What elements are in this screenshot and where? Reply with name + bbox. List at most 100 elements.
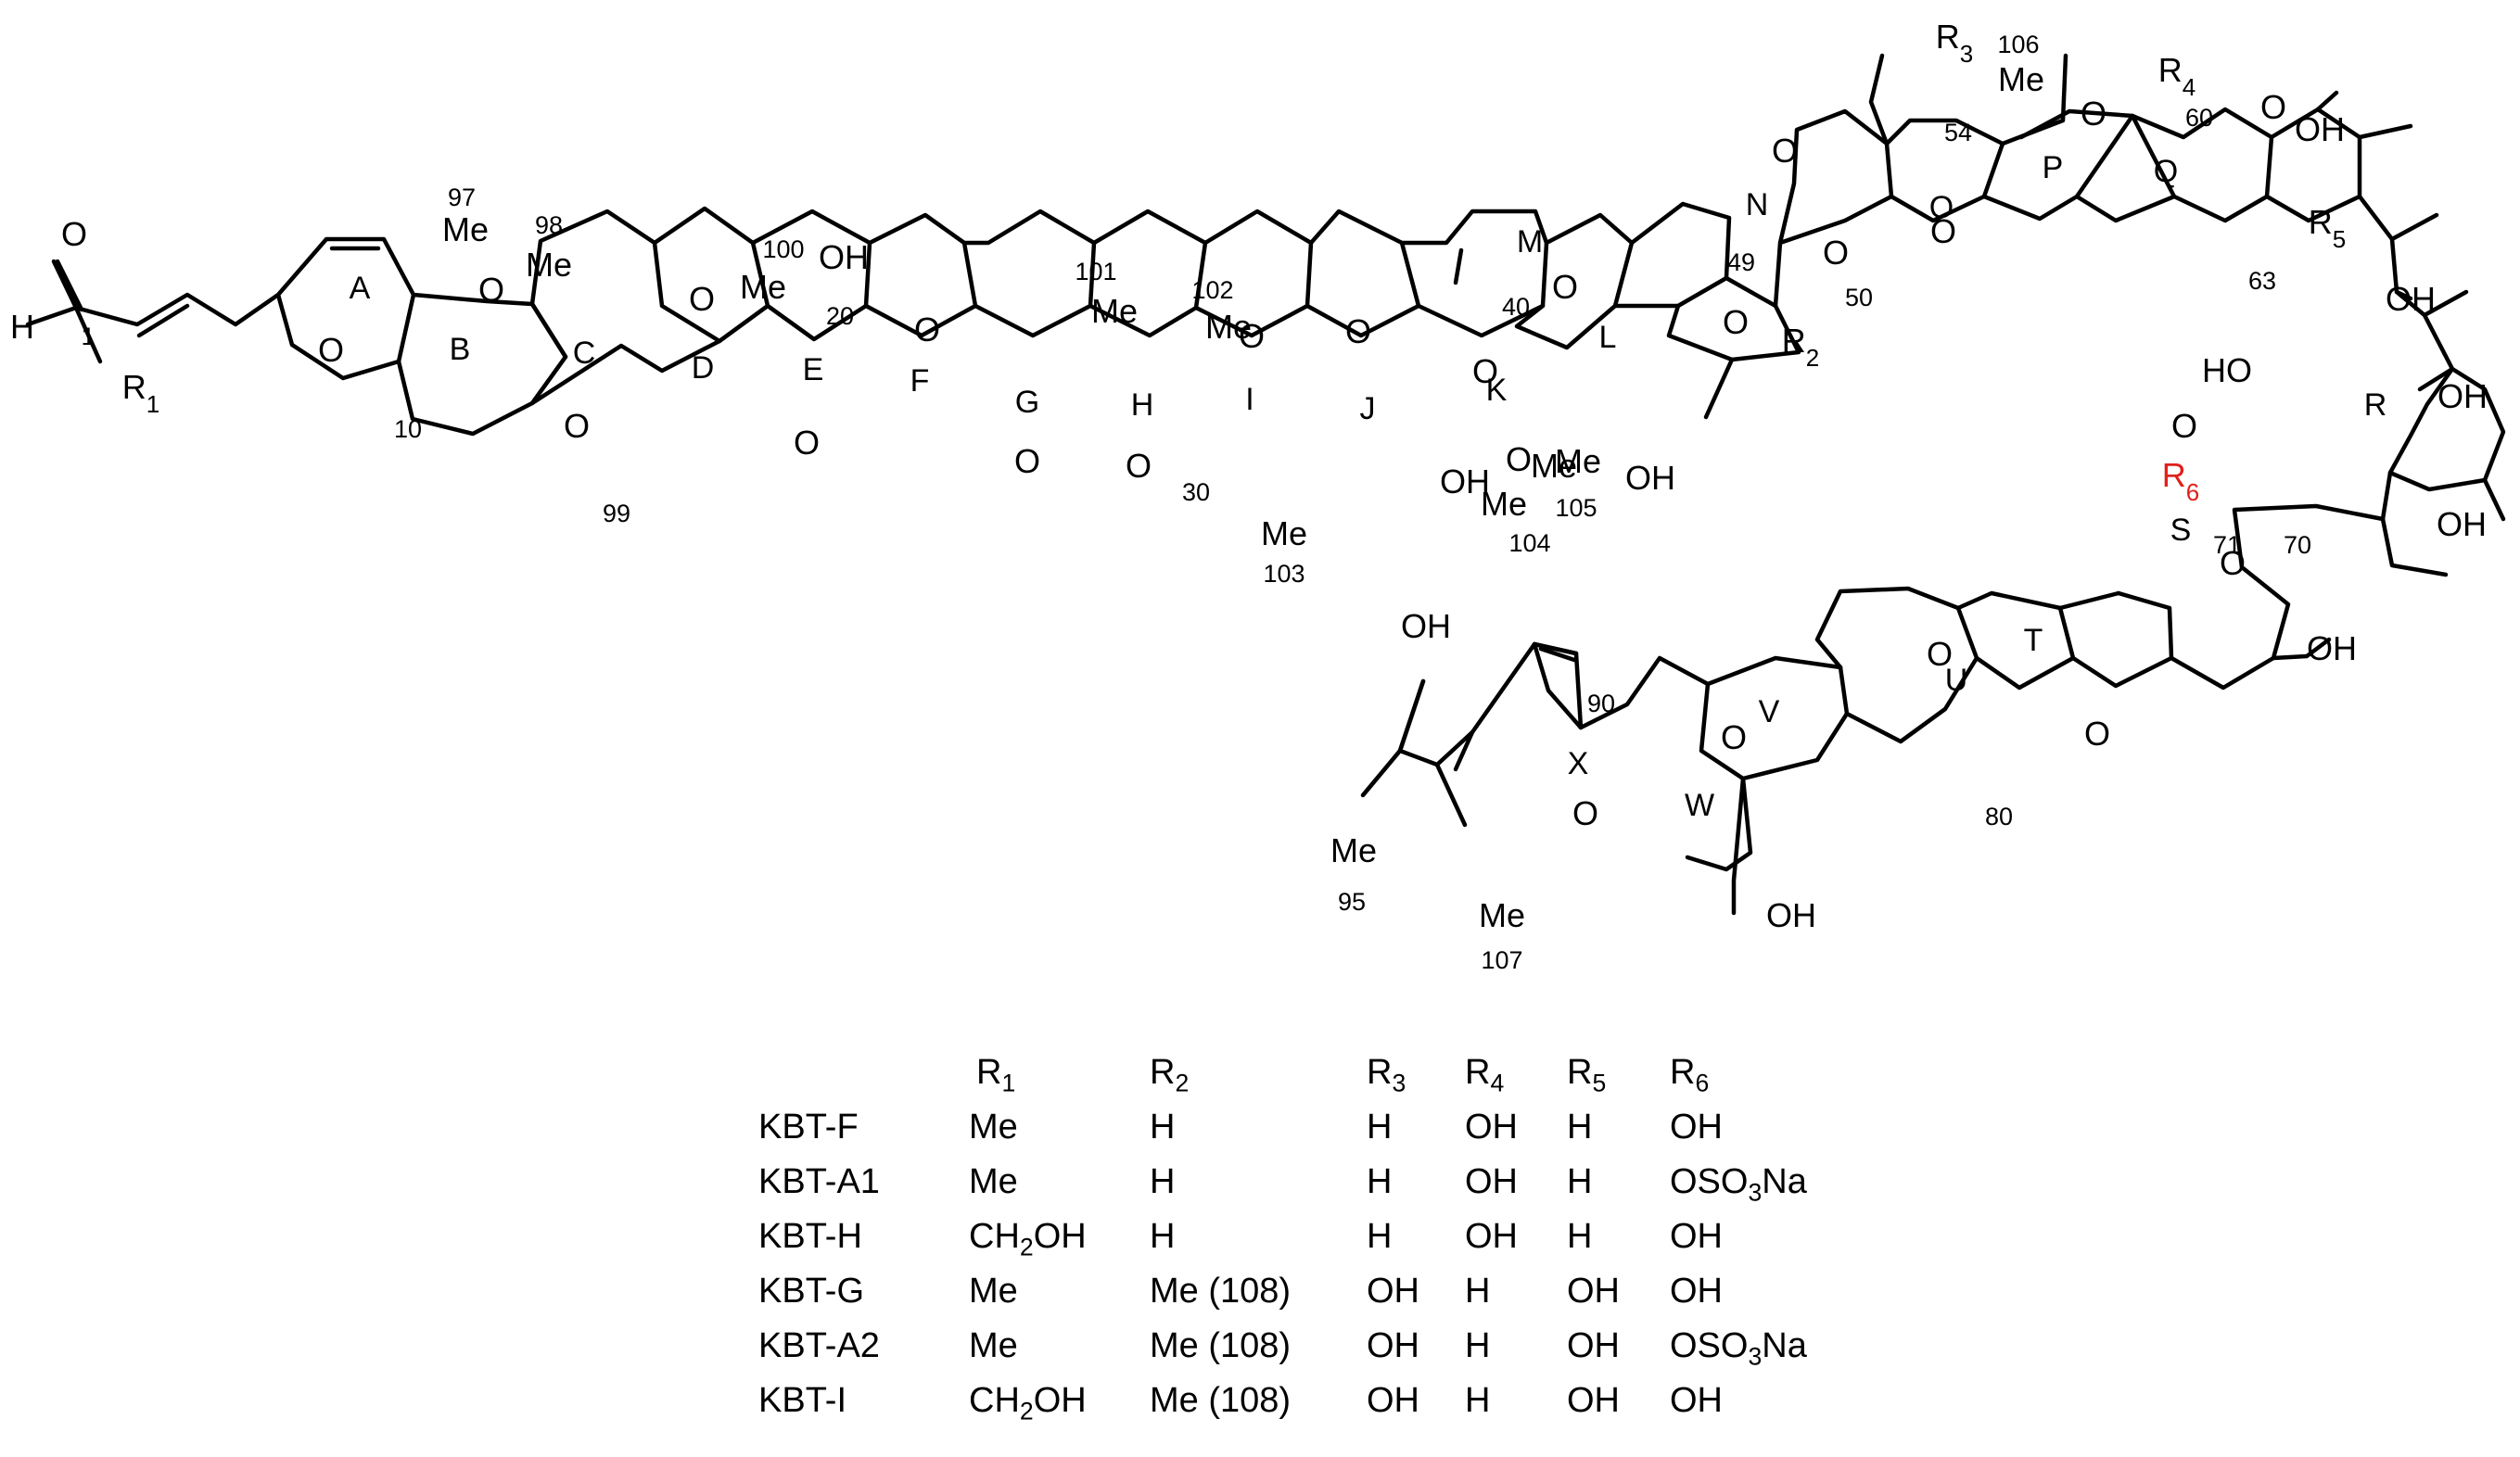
- oxygen-25: O: [1721, 718, 1747, 756]
- ring-label-q: Q: [2154, 154, 2178, 189]
- oxygen-1: O: [61, 215, 87, 253]
- hydroxyl-10: OH: [1401, 607, 1451, 645]
- substituent-r6: R6: [2162, 456, 2199, 506]
- substituent-r3: R3: [1936, 18, 1973, 68]
- cell-r5: OH: [1567, 1272, 1620, 1311]
- double-bond-aldehyde: [55, 259, 84, 312]
- oxygen-14: O: [1552, 268, 1578, 306]
- cell-r5: H: [1567, 1108, 1593, 1147]
- oxygen-5: O: [689, 280, 715, 318]
- aldehyde-hydrogen: H: [10, 308, 34, 346]
- atom-number-49: 49: [1727, 248, 1755, 276]
- bond-path: [1532, 641, 1584, 730]
- cell-r3: OH: [1367, 1326, 1419, 1365]
- cell-r4: H: [1465, 1272, 1491, 1311]
- header-r4: R4: [1465, 1053, 1505, 1097]
- header-r2: R2: [1150, 1053, 1190, 1097]
- bond-path: [73, 305, 103, 364]
- bond-path: [2232, 503, 2386, 570]
- header-r6: R6: [1670, 1053, 1710, 1097]
- atom-number-104: 104: [1508, 529, 1550, 557]
- bond-path: [2074, 113, 2177, 223]
- atom-number-50: 50: [1845, 284, 1873, 311]
- bond-path: [1453, 247, 1464, 285]
- bond-path: [750, 209, 872, 342]
- methyl-3: Me: [740, 268, 786, 306]
- bond-path: [2380, 366, 2455, 522]
- atom-number-103: 103: [1263, 560, 1305, 588]
- cell-r4: OH: [1465, 1108, 1518, 1147]
- bond-path: [2315, 90, 2339, 112]
- compound-name: KBT-A2: [758, 1326, 880, 1365]
- bond-path: [1666, 275, 1801, 362]
- cell-r6: OH: [1670, 1272, 1723, 1311]
- ring-label-s: S: [2170, 513, 2192, 548]
- cell-r3: H: [1367, 1162, 1393, 1201]
- cell-r6: OH: [1670, 1381, 1723, 1420]
- ring-label-u: U: [1945, 663, 1968, 698]
- cell-r6: OH: [1670, 1108, 1723, 1147]
- oxygen-6: O: [794, 424, 820, 462]
- compound-name: KBT-F: [758, 1108, 859, 1147]
- cell-r2: H: [1150, 1162, 1176, 1201]
- atom-number-100: 100: [762, 235, 804, 263]
- cell-r3: H: [1367, 1108, 1393, 1147]
- bond-path: [2482, 477, 2506, 522]
- ring-label-r: R: [2364, 387, 2387, 423]
- compound-name: KBT-H: [758, 1217, 862, 1256]
- hydroxyl-6: OH: [2437, 377, 2488, 415]
- table-corner: [758, 1045, 958, 1100]
- bond-path: [1955, 590, 2076, 690]
- compound-name: KBT-G: [758, 1272, 865, 1311]
- atom-number-105: 105: [1555, 494, 1597, 522]
- methyl-7: Me: [1481, 485, 1527, 523]
- oxygen-3: O: [478, 271, 504, 309]
- cell-r4: OH: [1465, 1217, 1518, 1256]
- bond-path: [25, 259, 79, 327]
- atom-number-20: 20: [826, 302, 854, 330]
- compound-name: KBT-I: [758, 1381, 847, 1420]
- cell-r5: OH: [1567, 1326, 1620, 1365]
- atom-number-71: 71: [2213, 531, 2241, 559]
- methyl-6: Me: [1261, 514, 1307, 552]
- substituent-r2: R2: [1782, 322, 1819, 372]
- cell-r6: OSO3Na: [1670, 1162, 1807, 1207]
- ring-label-i: I: [1245, 382, 1254, 417]
- cell-r3: OH: [1367, 1381, 1419, 1420]
- double-bond-alkene: [136, 303, 190, 338]
- methyl-2: Me: [526, 246, 572, 284]
- header-r3: R3: [1367, 1053, 1406, 1097]
- cell-r1: Me: [969, 1326, 1018, 1365]
- hydroxyl-7: OH: [2437, 505, 2487, 543]
- cell-r1: CH2OH: [969, 1381, 1087, 1425]
- methyl-5: Me: [1205, 308, 1252, 346]
- ring-label-n: N: [1746, 187, 1769, 222]
- oxygen-26: O: [1572, 794, 1598, 832]
- atom-number-101: 101: [1075, 258, 1116, 285]
- cell-r1: Me: [969, 1162, 1018, 1201]
- oxygen-9: O: [1126, 447, 1152, 485]
- ring-label-f: F: [910, 363, 930, 399]
- bond-path: [1305, 209, 1421, 338]
- oxygen-15: O: [1723, 303, 1749, 341]
- bond-path: [2357, 123, 2413, 140]
- bond-lines: [25, 53, 2506, 916]
- bond-path: [1868, 53, 1890, 146]
- oxygen-19: O: [2081, 95, 2106, 133]
- oxygen-18: O: [1930, 212, 1956, 250]
- atom-number-97: 97: [448, 184, 476, 211]
- hydroxyl-8: OH: [2307, 629, 2357, 667]
- substituent-r4: R4: [2158, 51, 2195, 101]
- methyl-9: Me: [1531, 447, 1577, 485]
- atom-number-90: 90: [1587, 690, 1615, 717]
- hydroxyl-4: OH: [2295, 110, 2345, 148]
- bond-path: [652, 240, 722, 344]
- cell-r1: CH2OH: [969, 1217, 1087, 1261]
- bond-path: [1814, 586, 1961, 670]
- table-header-row: R1 R2 R3 R4 R5 R6: [758, 1045, 1807, 1100]
- ring-label-e: E: [803, 352, 824, 387]
